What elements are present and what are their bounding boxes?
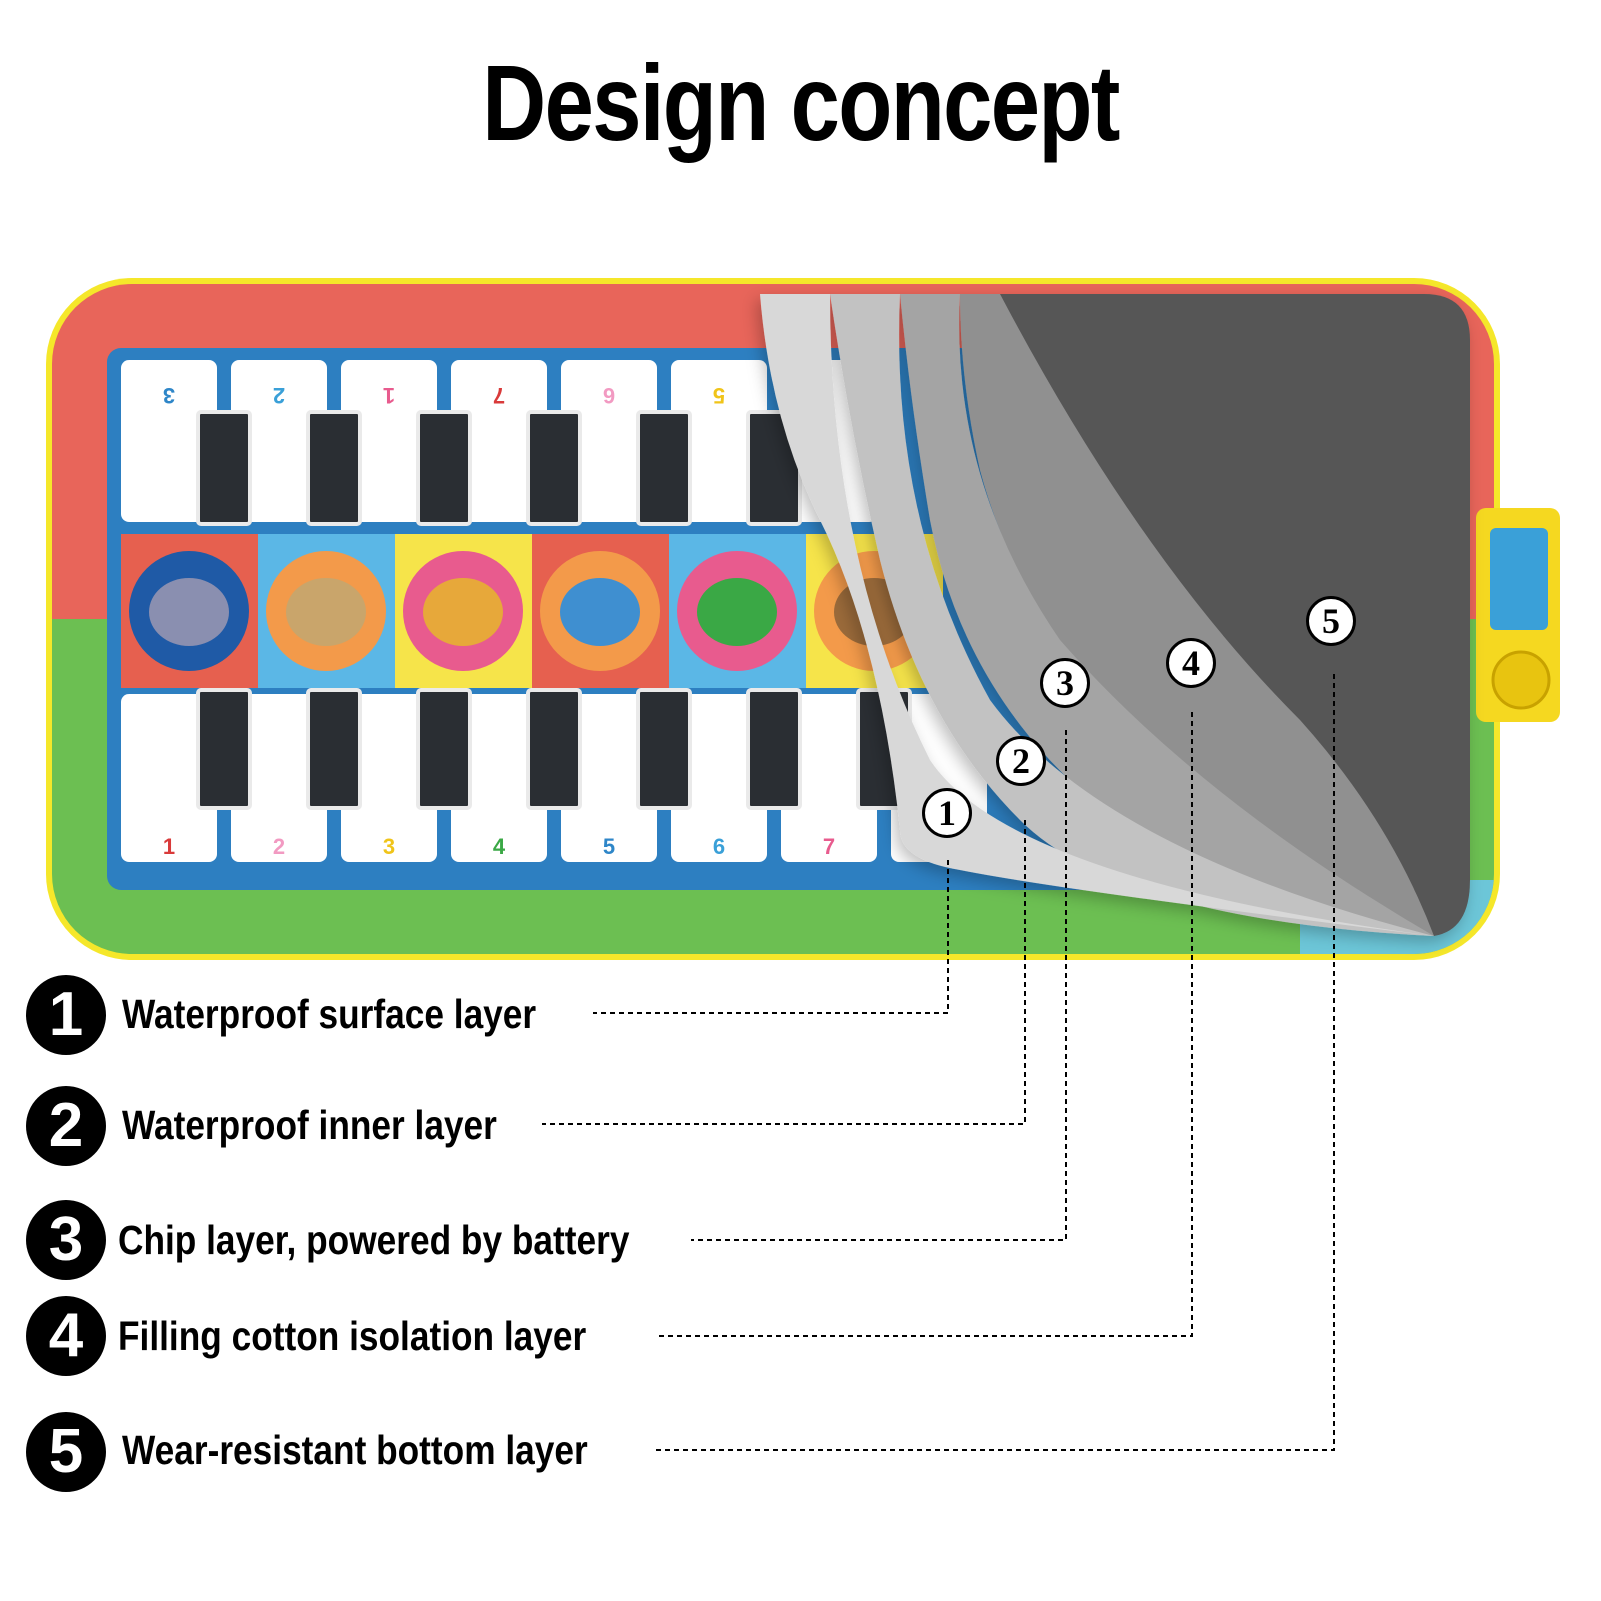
bottom-white-key — [451, 694, 547, 862]
top-white-key — [671, 360, 767, 522]
bottom-black-key — [746, 688, 802, 810]
top-black-key — [416, 410, 472, 526]
bottom-key-number: 4 — [493, 834, 506, 859]
layer-inner-shape — [830, 294, 1434, 936]
bottom-black-key — [196, 688, 252, 810]
animal-icon — [560, 578, 640, 646]
leader-line-4 — [655, 712, 1193, 1337]
top-key-number: 6 — [603, 383, 615, 408]
page-title: Design concept — [482, 42, 1120, 163]
top-white-key — [561, 360, 657, 522]
callout-2: 2 — [996, 736, 1046, 786]
callout-4: 4 — [1166, 638, 1216, 688]
layer-bottom-shape — [1000, 294, 1470, 936]
top-key-number: 1 — [383, 383, 395, 408]
animal-strip — [121, 534, 943, 688]
legend-label-4: Filling cotton isolation layer — [118, 1313, 587, 1359]
leader-line-5 — [655, 674, 1335, 1451]
top-black-key — [636, 410, 692, 526]
bottom-white-key — [561, 694, 657, 862]
callout-3: 3 — [1040, 658, 1090, 708]
layer-cotton-shape — [960, 294, 1434, 936]
bottom-key-number: 3 — [383, 834, 395, 859]
legend-label-5: Wear-resistant bottom layer — [122, 1427, 588, 1473]
bottom-black-key — [416, 688, 472, 810]
leader-line-3 — [691, 730, 1067, 1241]
top-white-key — [341, 360, 437, 522]
legend-number-4: 4 — [26, 1296, 106, 1376]
control-box — [1476, 508, 1560, 722]
leader-line-1 — [593, 860, 949, 1014]
bottom-white-key — [781, 694, 877, 862]
bottom-key-number: 7 — [823, 834, 835, 859]
legend-number-3: 3 — [26, 1200, 106, 1280]
legend-number-1: 1 — [26, 975, 106, 1055]
legend-label-3: Chip layer, powered by battery — [118, 1217, 630, 1263]
bottom-black-key — [526, 688, 582, 810]
animal-icon — [149, 578, 229, 646]
callout-1: 1 — [922, 788, 972, 838]
legend-label-1: Waterproof surface layer — [122, 991, 537, 1037]
bottom-key-number: 6 — [713, 834, 725, 859]
bottom-black-key — [306, 688, 362, 810]
callout-5: 5 — [1306, 596, 1356, 646]
bottom-key-number: 5 — [603, 834, 615, 859]
top-white-key — [231, 360, 327, 522]
bottom-key-number: 2 — [273, 834, 285, 859]
top-black-key — [196, 410, 252, 526]
bottom-white-key — [341, 694, 437, 862]
top-key-number: 3 — [163, 383, 175, 408]
top-black-key — [306, 410, 362, 526]
top-keys: 3 2 1 7 6 5 — [121, 360, 877, 526]
bottom-white-key — [121, 694, 217, 862]
speaker-icon — [1491, 650, 1551, 710]
layer-surface-shape — [760, 294, 1434, 936]
top-black-key — [526, 410, 582, 526]
bottom-key-number: 1 — [163, 834, 175, 859]
top-key-number: 2 — [273, 383, 285, 408]
top-key-number: 7 — [493, 383, 505, 408]
leader-line-2 — [542, 820, 1026, 1125]
top-key-number: 5 — [713, 383, 725, 408]
leader-lines — [542, 674, 1335, 1451]
animal-icon — [423, 578, 503, 646]
bottom-white-key — [671, 694, 767, 862]
legend-number-5: 5 — [26, 1412, 106, 1492]
legend-label-2: Waterproof inner layer — [122, 1102, 497, 1148]
top-white-key — [121, 360, 217, 522]
layer-chip-shape — [900, 294, 1434, 936]
layer-stack — [760, 294, 1470, 936]
bottom-white-key — [231, 694, 327, 862]
bottom-black-key — [636, 688, 692, 810]
legend-number-2: 2 — [26, 1086, 106, 1166]
animal-icon — [286, 578, 366, 646]
animal-icon — [697, 578, 777, 646]
top-white-key — [451, 360, 547, 522]
